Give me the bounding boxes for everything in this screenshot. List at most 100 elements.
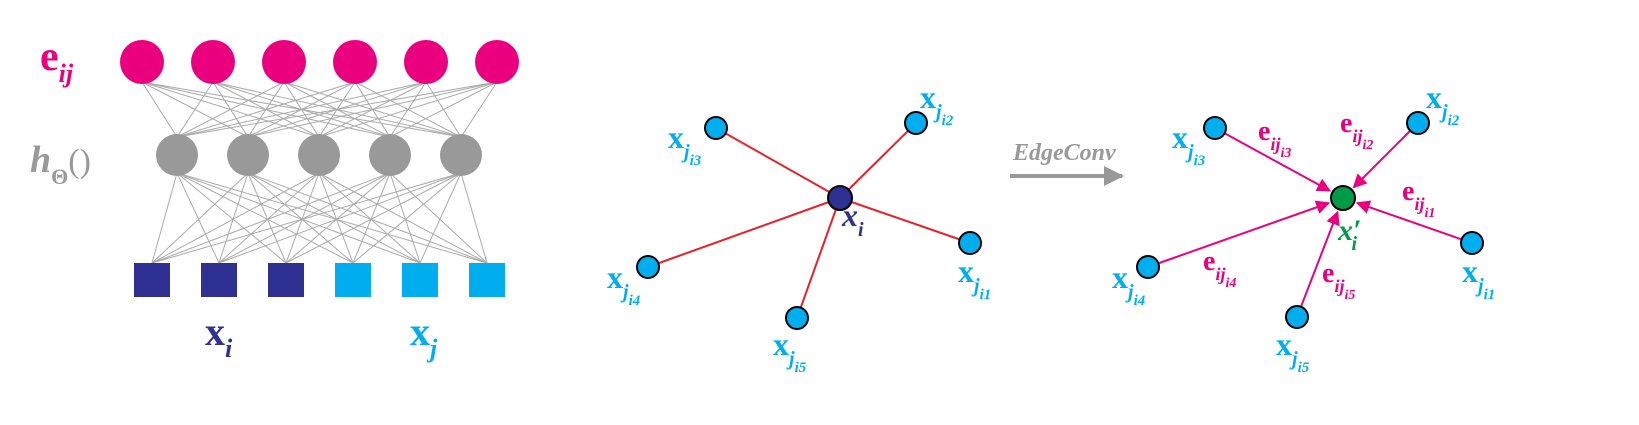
edge-feature-label-i3: eiji3 <box>1258 116 1291 161</box>
edge-feature-label-i4: eiji4 <box>1203 246 1236 291</box>
label-e-ij: eij <box>40 34 74 88</box>
mlp-line-top-4-hidden-0 <box>176 81 427 138</box>
edge-feature-arrow-i1 <box>1355 200 1461 240</box>
mlp-line-top-5-hidden-1 <box>247 81 498 138</box>
hidden-node-3 <box>298 134 340 176</box>
mlp-line-top-1-hidden-0 <box>176 81 214 138</box>
edge-feature-node-1 <box>120 40 164 84</box>
mlp-line-hidden-2-input-3 <box>318 172 354 264</box>
edge-feature-node-6 <box>475 40 519 84</box>
mlp-line-hidden-0-input-3 <box>176 172 354 264</box>
mlp-line-hidden-1-input-4 <box>247 172 421 264</box>
xi-input-node-3 <box>268 263 304 297</box>
xj-input-node-1 <box>335 263 371 297</box>
center-node-x-i <box>827 185 853 211</box>
edge-feature-node-2 <box>191 40 235 84</box>
mlp-line-hidden-0-input-0 <box>151 172 178 264</box>
input-edge-i4 <box>647 197 841 268</box>
input-edge-i3 <box>715 127 841 199</box>
mlp-line-hidden-1-input-3 <box>247 172 354 264</box>
edgeconv-label: EdgeConv <box>1012 140 1116 166</box>
neighbor-label-i4: xji4 <box>607 259 641 309</box>
mlp-line-hidden-2-input-4 <box>318 172 421 264</box>
output-graph: xji3xji2xji1xji4xji5eiji3eiji2eiji1eiji4… <box>1112 79 1495 376</box>
xj-input-node-3 <box>469 263 505 297</box>
mlp-line-hidden-1-input-0 <box>151 172 249 264</box>
edge-feature-node-4 <box>333 40 377 84</box>
input-edge-i2 <box>839 122 917 199</box>
edge-feature-arrow-i4 <box>1158 200 1331 264</box>
mlp-line-hidden-1-input-2 <box>247 172 287 264</box>
neighbor-node-i3 <box>704 116 728 140</box>
mlp-line-hidden-4-input-4 <box>419 172 462 264</box>
hidden-node-4 <box>369 134 411 176</box>
edge-feature-node-3 <box>262 40 306 84</box>
neighbor-node-i4 <box>636 255 660 279</box>
mlp-line-hidden-4-input-3 <box>352 172 462 264</box>
hidden-node-5 <box>440 134 482 176</box>
mlp-line-hidden-4-input-5 <box>460 172 488 264</box>
edge-feature-label-i1: eiji1 <box>1402 176 1435 221</box>
output-neighbor-label-i3: xji3 <box>1172 119 1206 169</box>
label-x-j: xj <box>410 309 438 363</box>
mlp-line-hidden-2-input-2 <box>285 172 320 264</box>
mlp-line-hidden-3-input-4 <box>389 172 421 264</box>
output-neighbor-label-i2: xji2 <box>1426 79 1460 129</box>
neighbor-node-i2 <box>904 111 928 135</box>
mlp-line-hidden-0-input-1 <box>176 172 220 264</box>
mlp-line-hidden-0-input-2 <box>176 172 287 264</box>
edge-feature-arrow-i5 <box>1300 210 1340 307</box>
output-neighbor-node-i3 <box>1203 116 1227 140</box>
neighbor-label-i3: xji3 <box>668 119 702 169</box>
output-neighbor-node-i4 <box>1136 255 1160 279</box>
output-center-node-x-i-prime <box>1330 185 1356 211</box>
mlp-line-top-2-hidden-0 <box>176 81 285 138</box>
output-neighbor-node-i2 <box>1406 111 1430 135</box>
mlp-connections <box>141 81 498 264</box>
input-graph-edges <box>647 122 971 319</box>
neighbor-label-i5: xji5 <box>773 326 807 376</box>
output-graph-labels: xji3xji2xji1xji4xji5eiji3eiji2eiji1eiji4… <box>1112 79 1495 376</box>
input-graph-nodes <box>636 111 982 330</box>
mlp-line-top-0-hidden-0 <box>141 81 178 138</box>
mlp-line-hidden-0-input-4 <box>176 172 421 264</box>
edge-feature-nodes <box>120 40 519 84</box>
input-nodes <box>134 263 505 297</box>
output-neighbor-label-i1: xji1 <box>1462 253 1495 303</box>
mlp-line-hidden-4-input-2 <box>285 172 462 264</box>
mlp-line-top-5-hidden-3 <box>389 81 498 138</box>
mlp-line-hidden-4-input-1 <box>218 172 462 264</box>
mlp-line-hidden-3-input-2 <box>285 172 391 264</box>
mlp-line-top-5-hidden-0 <box>176 81 498 138</box>
mlp-line-hidden-1-input-1 <box>218 172 249 264</box>
mlp-line-top-5-hidden-4 <box>460 81 498 138</box>
mlp-network: eij hΘ() xi xj <box>30 34 519 363</box>
label-h-theta: hΘ() <box>30 139 91 189</box>
xi-input-node-1 <box>134 263 170 297</box>
neighbor-node-i5 <box>785 306 809 330</box>
neighbor-label-i2: xji2 <box>920 79 954 129</box>
mlp-line-hidden-2-input-1 <box>218 172 320 264</box>
neighbor-node-i1 <box>958 231 982 255</box>
edge-feature-arrow-i2 <box>1352 130 1411 189</box>
input-edge-i1 <box>839 197 971 244</box>
xj-input-node-2 <box>402 263 438 297</box>
input-edge-i5 <box>796 197 841 319</box>
edge-feature-label-i5: eiji5 <box>1322 258 1355 303</box>
output-neighbor-label-i5: xji5 <box>1276 326 1310 376</box>
edge-feature-node-5 <box>404 40 448 84</box>
mlp-line-hidden-1-input-5 <box>247 172 488 264</box>
mlp-line-hidden-2-input-0 <box>151 172 320 264</box>
output-neighbor-node-i1 <box>1460 231 1484 255</box>
hidden-node-2 <box>227 134 269 176</box>
mlp-line-top-5-hidden-2 <box>318 81 498 138</box>
mlp-line-hidden-2-input-5 <box>318 172 488 264</box>
label-x-i: xi <box>205 309 233 363</box>
center-label-x-i: xi <box>841 197 864 241</box>
mlp-line-hidden-0-input-5 <box>176 172 488 264</box>
output-graph-nodes <box>1136 111 1484 329</box>
mlp-line-hidden-3-input-1 <box>218 172 391 264</box>
edge-feature-arrow-i3 <box>1225 132 1332 192</box>
